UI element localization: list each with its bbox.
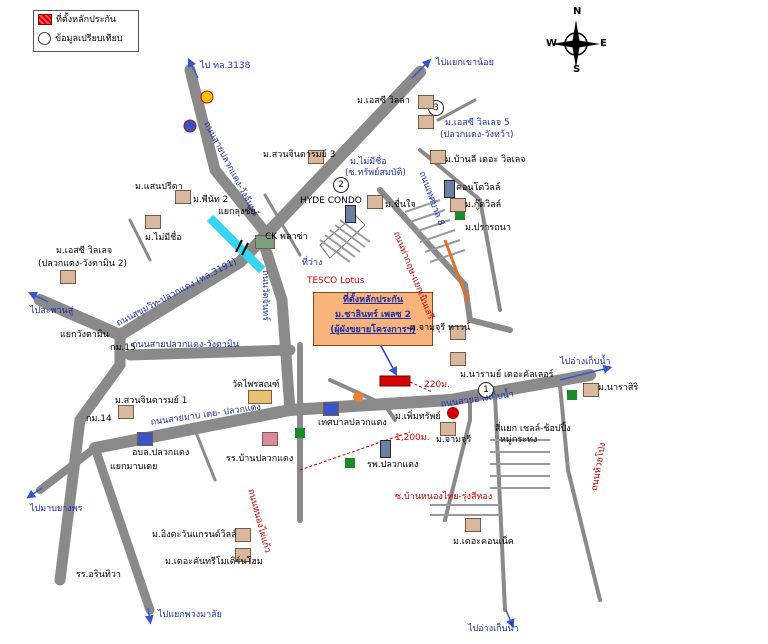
place-ban-lee: ม.บ้านลี เดอะ วิลเลจ (445, 155, 526, 165)
school-icon (262, 432, 278, 446)
house-icon (235, 528, 251, 542)
place-pinat-2: ม.พีนัท 2 (193, 195, 229, 205)
compass-icon: N S W E (546, 6, 607, 76)
place-suan-jinda-3: ม.สวนจินดารมย์ 3 (263, 150, 336, 160)
house-icon (583, 383, 599, 397)
road-ban-nong-phai: ซ.บ้านหนองไทย-รุ่งสีทอง (395, 492, 493, 502)
district-office-icon (137, 432, 153, 446)
place-charmjari-tower: ม.จามจุรี ทาวน์ (410, 323, 471, 333)
place-shell-station-2: หมู่กระทง (500, 435, 538, 445)
marker-2: 2 (333, 177, 349, 193)
callout-project: ม.ชาลินทร์ เพลซ 2 (334, 310, 412, 320)
house-icon (60, 270, 76, 284)
hospital-icon (380, 440, 391, 458)
place-es-villa-top: ม.เอสซี วิลล่า (357, 96, 410, 106)
house-icon (418, 115, 434, 129)
dir-khao-noi: ไปแยกเขาน้อย (436, 58, 494, 68)
place-chuen-jai: ม.ชื่นใจ (385, 200, 416, 210)
temple-icon (248, 390, 272, 404)
condo-icon (444, 180, 455, 198)
house-icon (440, 422, 456, 436)
ck-plaza-icon (255, 235, 275, 249)
place-es-villa-5-sub: (ปลวกแดง-วังหว้า) (440, 130, 514, 140)
place-ing-tawan: ม.อิงตะวันแกรนด์วิลล์ (152, 530, 237, 540)
distance-1200: 1,200ม. (395, 433, 430, 443)
site-callout: ที่ตั้งหลักประกัน ม.ชาลินทร์ เพลซ 2 (ผู้… (313, 292, 433, 346)
compass-s: S (573, 64, 581, 75)
place-charmjuri: ม.จามจุรี (436, 435, 472, 445)
place-district: อบล.ปลวกแดง (132, 448, 190, 458)
house-icon (308, 150, 324, 164)
house-icon (450, 198, 466, 212)
house-icon (145, 215, 161, 229)
place-shell-station: สี่แยก เชลล์-ช้อปปิ้ง (495, 424, 571, 434)
dir-ang-kep-nam-top: ไปอ่างเก็บน้ำ (560, 357, 611, 367)
place-saensiri: ม.แสนปรีดา (135, 182, 183, 192)
place-the-canton: ม.เดอะคันทรีโมเดิร์นโฮม (165, 557, 263, 567)
place-yaek-map-tep: แยกมาบเตย (110, 462, 158, 472)
municipal-icon (323, 402, 339, 416)
place-thi-wang: ที่ว่าง (302, 258, 323, 268)
place-narumol: ม.นารามย์ เดอะคัลเลอร์ (460, 370, 554, 380)
legend-comparable: ข้อมูลเปรียบเทียบ (38, 32, 123, 46)
place-goodville: ม.กู๊ดวิลล์ (465, 200, 502, 210)
place-mai-mee-sue-top-sub: (ซ.ทรัพย์สมบัติ) (345, 168, 406, 178)
house-icon (367, 195, 383, 209)
dir-sapanku: ไปสะพานสู่ (30, 306, 74, 316)
callout-sub: (ผู้ผังขยายโครงการฯ) (330, 325, 416, 335)
place-rr-ban-pluak: รร.บ้านปลวกแดง (226, 454, 294, 464)
place-mai-mee-sue-top: ม.ไม่มีชื่อ (350, 157, 387, 167)
house-icon (175, 190, 191, 204)
place-km14: กม.14 (86, 414, 112, 424)
place-es-villa-5: ม.เอสซี วิลเลจ 5 (445, 118, 510, 128)
compass-n: N (573, 6, 582, 17)
place-es-villa-left: ม.เอสซี วิลเลจ (56, 246, 113, 256)
place-wat-phrai: วัดไพรสณฑ์ (232, 380, 280, 390)
place-hospital: รพ.ปลวกแดง (367, 460, 419, 470)
house-icon (235, 548, 251, 562)
place-es-villa-left-sub: (ปลวกแดง-วังตามิน 2) (38, 259, 128, 269)
road-wangtamin: ถนนสายปลวกแดง-วังตามิน (132, 340, 240, 350)
place-ck-plaza: CK พลาซ่า (265, 232, 308, 242)
house-icon (465, 518, 481, 532)
compass-w: W (546, 38, 558, 49)
dir-map-yang-phon: ไปมาบยางพร (30, 504, 83, 514)
place-km15: กม.15 (110, 343, 136, 353)
house-icon (118, 405, 134, 419)
house-icon (450, 352, 466, 366)
road-wat-chan: ถนนวัดจันทร์ (260, 270, 270, 321)
compass-e: E (600, 38, 607, 49)
place-yaek-loong-chai: แยกลุงชัย (218, 207, 256, 217)
place-tedsaban: เทศบาลปลวกแดง (318, 418, 387, 428)
dir-ang-kep-nam-bottom: ไปอ่างเก็บน้ำ (468, 624, 519, 634)
site-marker (379, 375, 411, 387)
site-swatch-icon (38, 14, 52, 25)
house-icon (418, 95, 434, 109)
place-rr-arin: รร.อรินทิวา (76, 570, 121, 580)
place-yaek-wang-tamin: แยกวังตามิน (60, 330, 109, 340)
place-suan-jinda-1: ม.สวนจินดารมย์ 1 (115, 396, 188, 406)
place-hyde-condo: HYDE CONDO (300, 196, 362, 206)
place-pratana: ม.ปรารถนา (465, 223, 511, 233)
marker-1: 1 (478, 382, 494, 398)
callout-title: ที่ตั้งหลักประกัน (342, 295, 404, 305)
house-icon (450, 326, 466, 340)
legend-site: ที่ตั้งหลักประกัน (38, 14, 116, 27)
place-phimsiri: ม.เพิ่มทรัพย์ (395, 412, 441, 422)
place-mai-mee-sue-left: ม.ไม่มีชื่อ (145, 233, 182, 243)
place-condo-villa: คอนโดวิลล์ (456, 183, 501, 193)
road-sukhumvit (34, 66, 426, 342)
place-nara-siri: ม.นาราสิริ (598, 383, 639, 393)
dir-3138: ไป ทล.3138 (200, 61, 251, 71)
circle-swatch-icon (38, 32, 51, 45)
map-legend: ที่ตั้งหลักประกัน ข้อมูลเปรียบเทียบ (33, 10, 139, 52)
condo-icon (345, 205, 356, 223)
place-tesco: TESCO Lotus (307, 276, 365, 286)
distance-220: 220ม. (424, 380, 450, 390)
dir-phuang-malai: ไปแยกพวงมาลัย (158, 610, 222, 620)
house-icon (430, 150, 446, 164)
place-the-connect: ม.เดอะคอนเน็ค (453, 537, 514, 547)
